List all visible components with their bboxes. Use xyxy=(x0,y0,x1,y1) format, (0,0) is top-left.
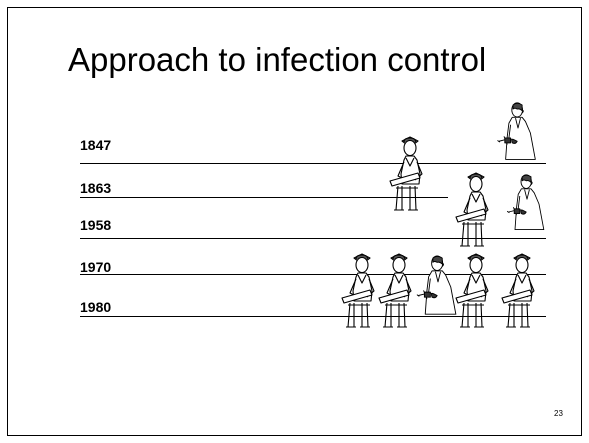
nurse-figure-1863 xyxy=(388,136,434,216)
year-label-1863: 1863 xyxy=(80,180,111,196)
doctor-figure-1958 xyxy=(500,172,554,236)
year-label-1970: 1970 xyxy=(80,259,111,275)
doctor-figure-1847 xyxy=(488,100,548,166)
year-label-1847: 1847 xyxy=(80,137,111,153)
nurse-figure-group-4 xyxy=(500,253,546,333)
nurse-figure-1958 xyxy=(454,172,500,252)
year-label-1980: 1980 xyxy=(80,299,111,315)
nurse-figure-group-3 xyxy=(454,253,500,333)
timeline-rule-1847 xyxy=(80,163,546,164)
page-number: 23 xyxy=(554,409,563,419)
year-label-1958: 1958 xyxy=(80,217,111,233)
slide-title: Approach to infection control xyxy=(68,40,486,80)
